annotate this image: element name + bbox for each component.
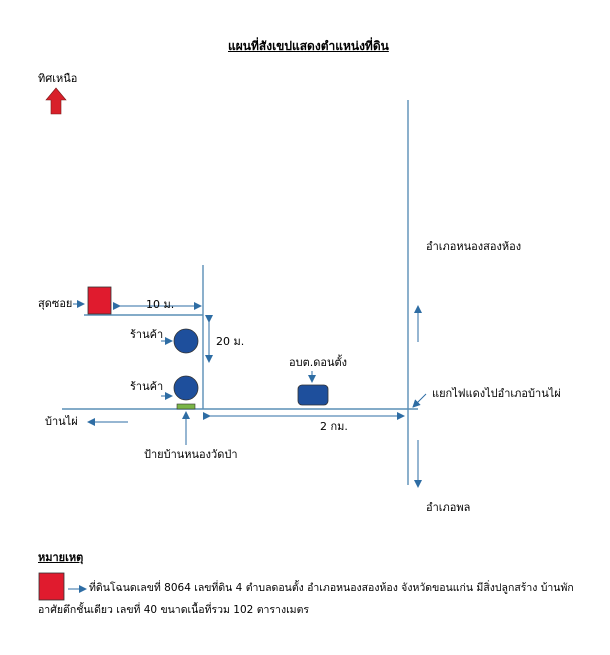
label-shop-2: ร้านค้า bbox=[130, 380, 164, 393]
shop-marker-2 bbox=[173, 375, 199, 401]
legend-line-2: อาศัยตึกชั้นเดียว เลขที่ 40 ขนาดเนื้อที่… bbox=[38, 604, 310, 616]
label-ban-phai: บ้านไผ่ bbox=[45, 415, 78, 428]
label-phon: อำเภอพล bbox=[426, 501, 471, 514]
label-sutsoi: สุดซอย bbox=[38, 297, 73, 310]
bus-stop-sign bbox=[176, 403, 196, 410]
distance-10m: 10 ม. bbox=[146, 298, 175, 311]
north-label: ทิศเหนือ bbox=[38, 72, 78, 85]
north-arrow-icon bbox=[45, 87, 67, 115]
obt-building-marker bbox=[297, 384, 329, 406]
legend-plot-marker bbox=[38, 572, 65, 601]
legend-title: หมายเหตุ bbox=[38, 551, 84, 564]
label-intersection: แยกไฟแดงไปอำเภอบ้านไผ่ bbox=[432, 387, 561, 400]
label-bus-stop: ป้ายบ้านหนองวัดป่า bbox=[144, 448, 238, 461]
land-plot-marker bbox=[87, 286, 112, 315]
intersection-arrow bbox=[412, 393, 427, 408]
shop-marker-1 bbox=[173, 328, 199, 354]
label-nong-song-hong: อำเภอหนองสองห้อง bbox=[426, 240, 522, 253]
distance-2km: 2 กม. bbox=[320, 420, 348, 433]
legend-line-1: ที่ดินโฉนดเลขที่ 8064 เลขที่ดิน 4 ตำบลดอ… bbox=[89, 582, 574, 594]
label-shop-1: ร้านค้า bbox=[130, 328, 164, 341]
label-obt: อบต.ดอนตั้ง bbox=[289, 356, 348, 369]
distance-20m: 20 ม. bbox=[216, 335, 245, 348]
map-title: แผนที่สังเขปแสดงตำแหน่งที่ดิน bbox=[228, 39, 389, 53]
